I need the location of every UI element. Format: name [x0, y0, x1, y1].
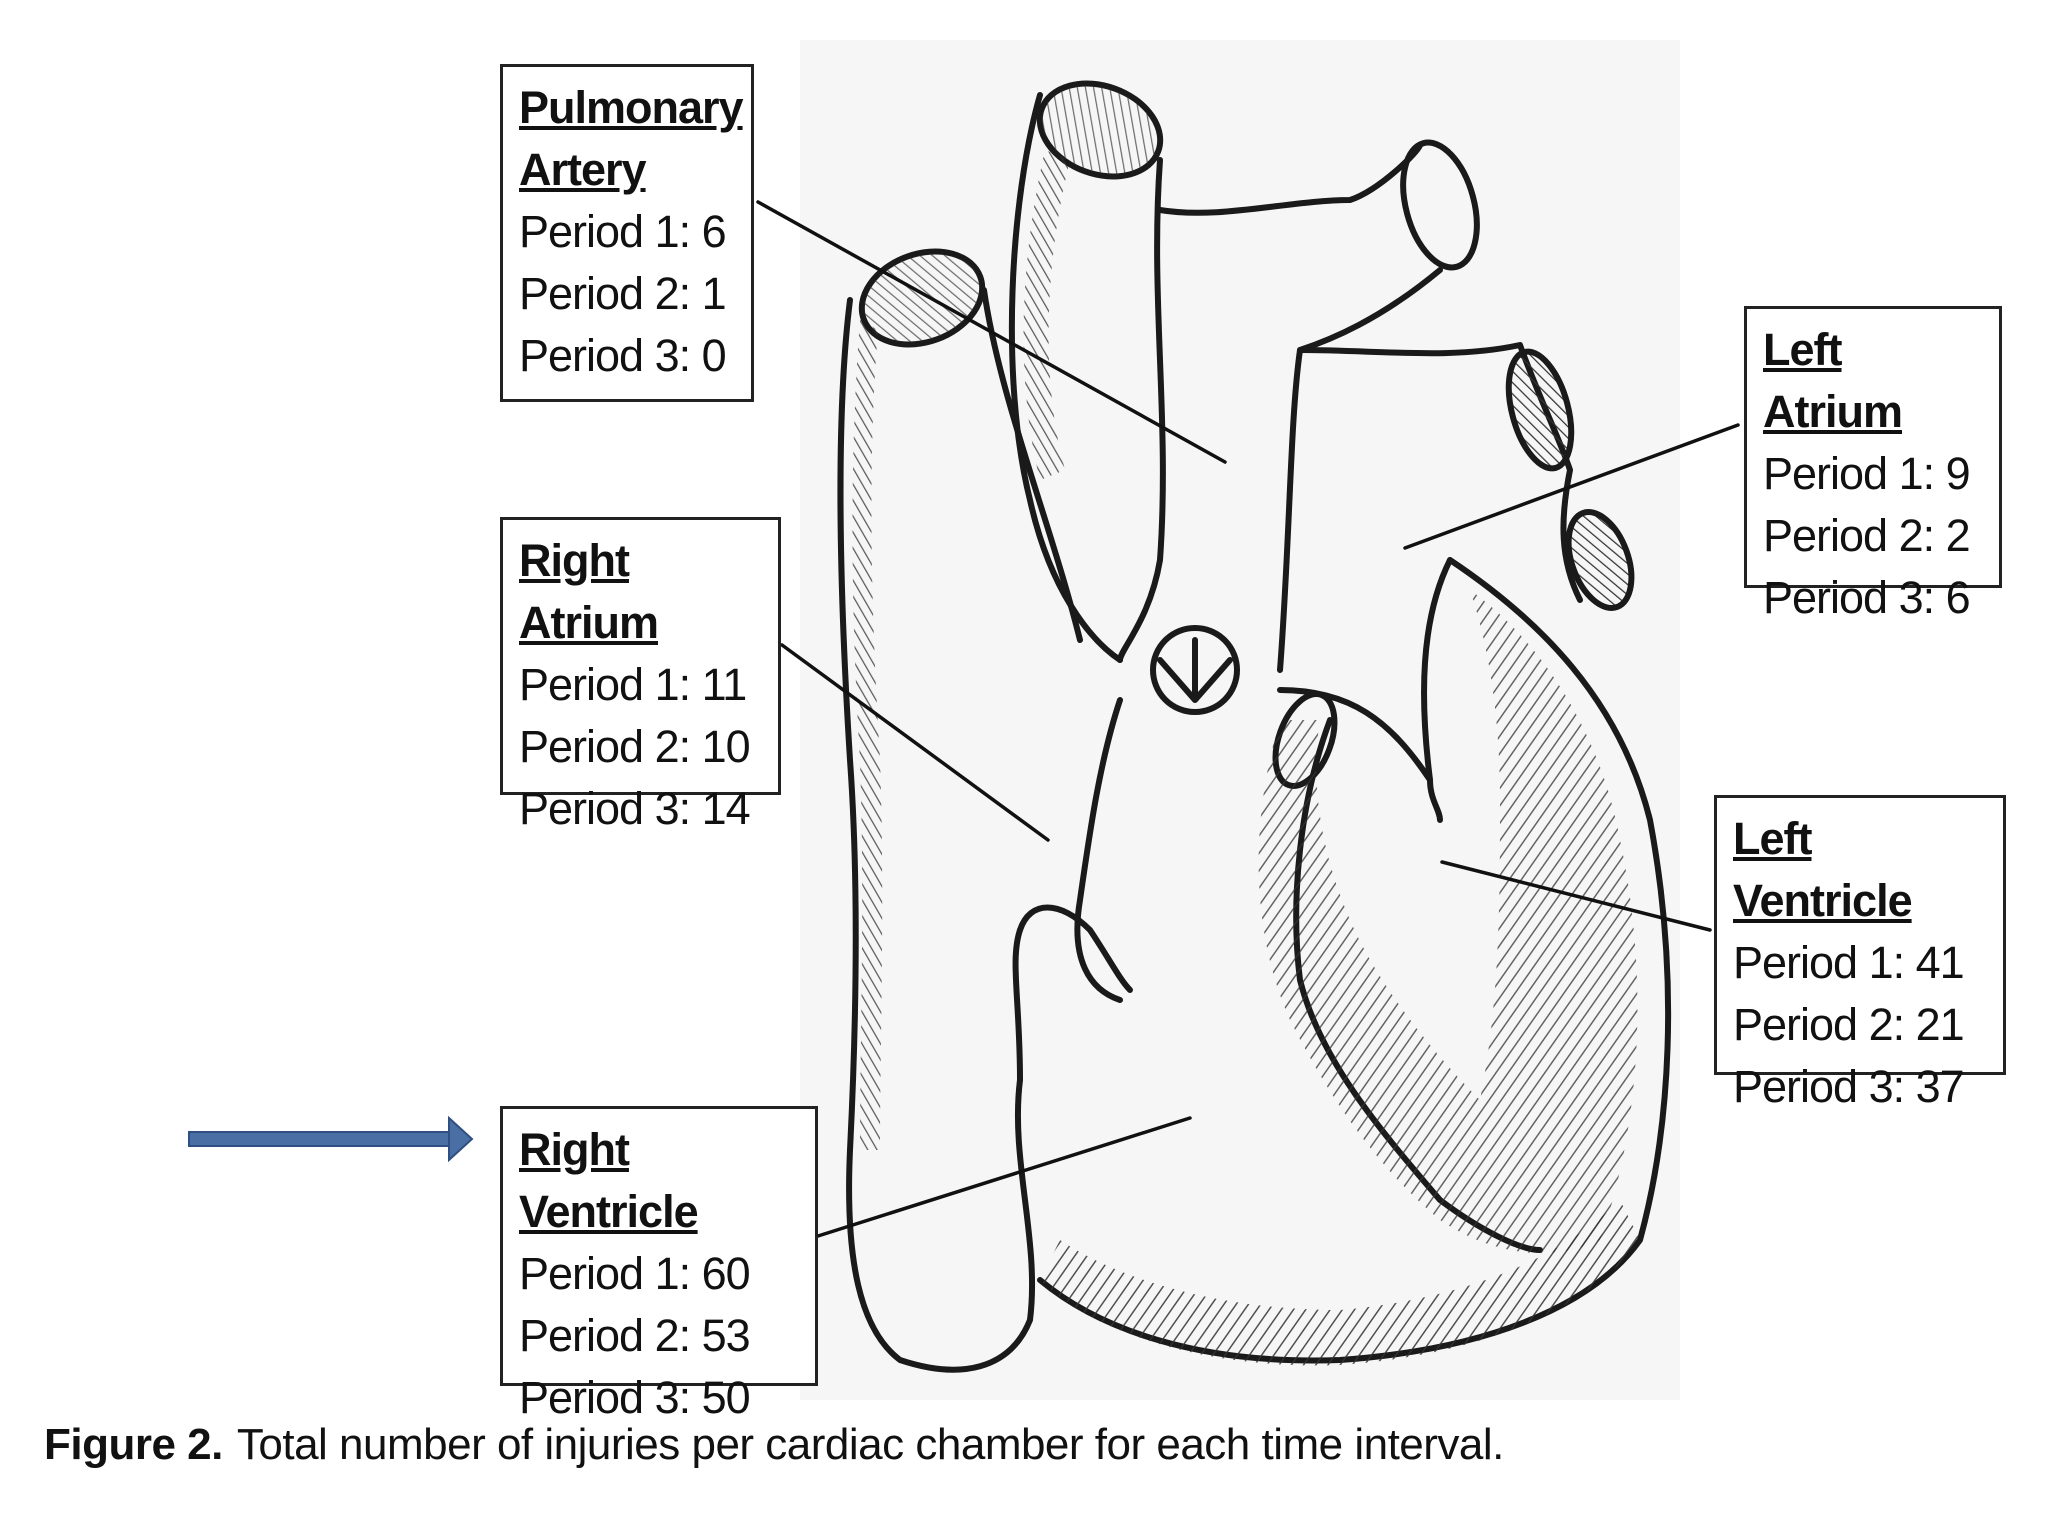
- left-atrium-leader: [1403, 423, 1740, 550]
- label-title: Left Ventricle: [1733, 813, 1913, 926]
- label-row: Period 1: 6: [519, 206, 727, 257]
- label-title-line2: Artery: [519, 144, 647, 195]
- label-title: Left Atrium: [1763, 324, 1903, 437]
- label-row: Period 3: 14: [519, 783, 751, 834]
- right-atrium-leader: [780, 643, 1050, 842]
- ventricle-wall-hatching: [1258, 590, 1638, 1254]
- label-title: Right Ventricle: [519, 1124, 699, 1237]
- figure-caption: Figure 2. Total number of injuries per ca…: [44, 1420, 1504, 1470]
- label-left-atrium: Left Atrium Period 1: 9 Period 2: 2 Peri…: [1744, 306, 2002, 623]
- label-row: Period 1: 41: [1733, 937, 1965, 988]
- label-left-ventricle: Left Ventricle Period 1: 41 Period 2: 21…: [1714, 795, 2006, 1112]
- label-right-ventricle: Right Ventricle Period 1: 60 Period 2: 5…: [500, 1106, 818, 1423]
- label-row: Period 3: 50: [519, 1372, 751, 1423]
- caption-text: Total number of injuries per cardiac cha…: [236, 1420, 1505, 1469]
- vena-cava-shape: [837, 297, 1036, 1373]
- left-ventricle-leader: [1440, 860, 1712, 932]
- label-row: Period 2: 2: [1763, 510, 1971, 561]
- label-pulmonary-artery: Pulmonary Artery Period 1: 6 Period 2: 1…: [500, 64, 754, 402]
- pulmonary-opening: [1400, 139, 1480, 271]
- label-right-atrium: Right Atrium Period 1: 11 Period 2: 10 P…: [500, 517, 781, 834]
- aorta-shape: [1008, 92, 1123, 663]
- label-title-line1: Pulmonary: [519, 82, 744, 133]
- aorta-opening: [1036, 80, 1164, 180]
- pulmonary-artery-leader: [756, 200, 1227, 464]
- figure-number: Figure 2.: [44, 1420, 223, 1469]
- label-title: Right Atrium: [519, 535, 659, 648]
- label-row: Period 1: 11: [519, 659, 747, 710]
- label-row: Period 1: 9: [1763, 448, 1971, 499]
- pointer-arrow-icon: [188, 1115, 474, 1163]
- right-ventricle-leader: [816, 1116, 1192, 1238]
- label-row: Period 3: 0: [519, 330, 727, 381]
- aortic-valve: [1150, 625, 1240, 715]
- label-row: Period 1: 60: [519, 1248, 751, 1299]
- label-row: Period 3: 37: [1733, 1061, 1965, 1112]
- label-row: Period 2: 53: [519, 1310, 751, 1361]
- vena-cava-opening: [858, 248, 986, 348]
- label-row: Period 2: 21: [1733, 999, 1965, 1050]
- label-row: Period 2: 1: [519, 268, 727, 319]
- label-row: Period 3: 6: [1763, 572, 1971, 623]
- label-row: Period 2: 10: [519, 721, 751, 772]
